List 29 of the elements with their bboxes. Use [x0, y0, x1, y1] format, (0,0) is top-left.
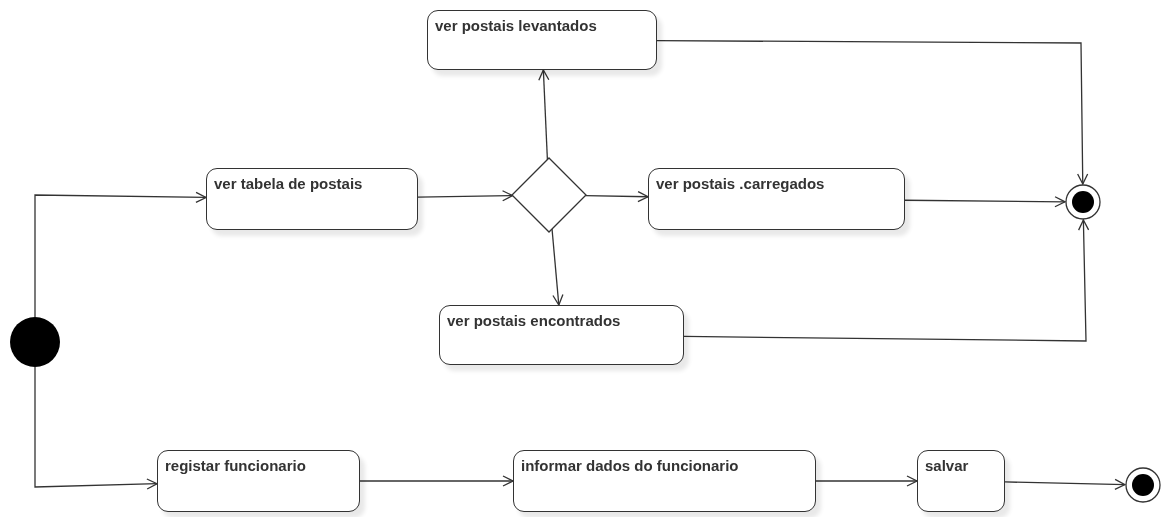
activity-label: ver postais encontrados — [447, 312, 621, 329]
end-node — [1065, 184, 1101, 220]
activity-box — [439, 305, 684, 365]
arrow — [656, 40, 1089, 185]
arrow — [584, 190, 649, 203]
activity-box — [648, 168, 905, 230]
arrow — [417, 190, 514, 202]
activity-label: ver tabela de postais — [214, 175, 363, 192]
arrow — [34, 191, 207, 318]
start-node — [10, 317, 60, 367]
arrow — [359, 475, 514, 487]
arrow — [34, 366, 158, 490]
activity-box — [513, 450, 816, 512]
activity-label: ver postais levantados — [435, 17, 597, 34]
activity-label: salvar — [925, 457, 969, 474]
end-node — [1125, 467, 1161, 503]
activity-box — [157, 450, 360, 512]
decision-diamond — [512, 158, 586, 232]
activity-box — [427, 10, 657, 70]
activity-label: registar funcionario — [165, 457, 306, 474]
activity-box — [917, 450, 1005, 512]
arrow — [683, 219, 1090, 342]
activity-box — [206, 168, 418, 230]
arrow — [904, 196, 1066, 208]
arrow — [538, 69, 550, 161]
arrow — [1004, 478, 1126, 491]
activity-label: informar dados do funcionario — [521, 457, 739, 474]
activity-label: ver postais .carregados — [656, 175, 825, 192]
arrow — [815, 475, 918, 487]
